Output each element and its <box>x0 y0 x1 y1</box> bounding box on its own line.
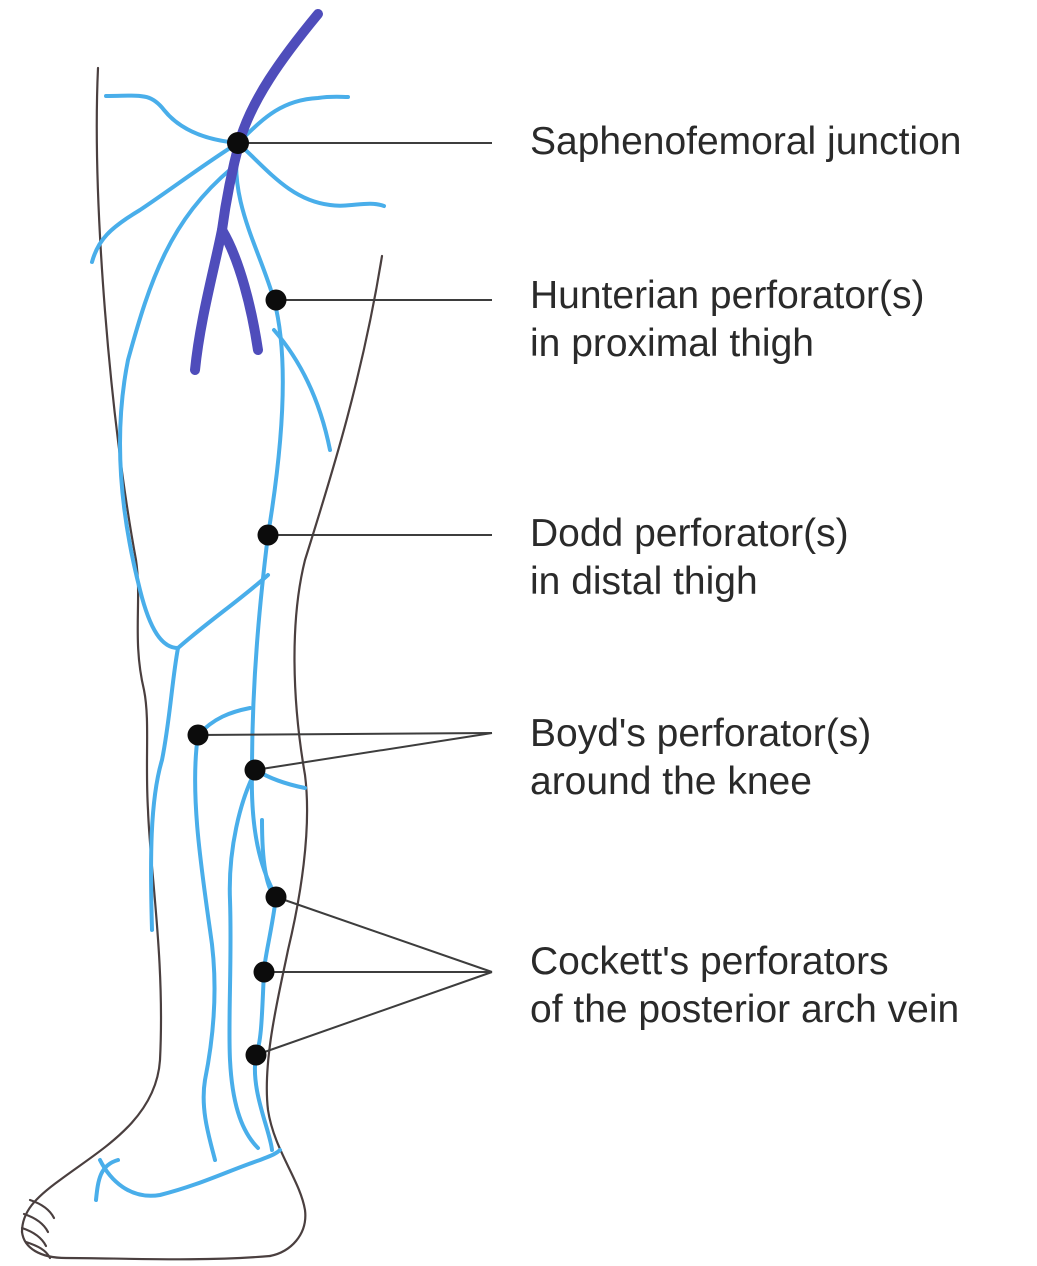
boyd-label-line1: Boyd's perforator(s) <box>530 710 871 758</box>
dodd-label-line2: in distal thigh <box>530 558 849 606</box>
cockett-label-line2: of the posterior arch vein <box>530 986 959 1034</box>
dodd-perforator-label: Dodd perforator(s) in distal thigh <box>530 510 849 606</box>
saphenofemoral-label-line1: Saphenofemoral junction <box>530 118 961 166</box>
hunterian-perforator-label: Hunterian perforator(s) in proximal thig… <box>530 272 925 368</box>
cockett-label-line1: Cockett's perforators <box>530 938 959 986</box>
boyd-label-line2: around the knee <box>530 758 871 806</box>
cockett-perforator-label: Cockett's perforators of the posterior a… <box>530 938 959 1034</box>
hunterian-label-line1: Hunterian perforator(s) <box>530 272 925 320</box>
hunterian-label-line2: in proximal thigh <box>530 320 925 368</box>
boyd-perforator-label: Boyd's perforator(s) around the knee <box>530 710 871 806</box>
saphenofemoral-junction-label: Saphenofemoral junction <box>530 118 961 166</box>
dodd-label-line1: Dodd perforator(s) <box>530 510 849 558</box>
